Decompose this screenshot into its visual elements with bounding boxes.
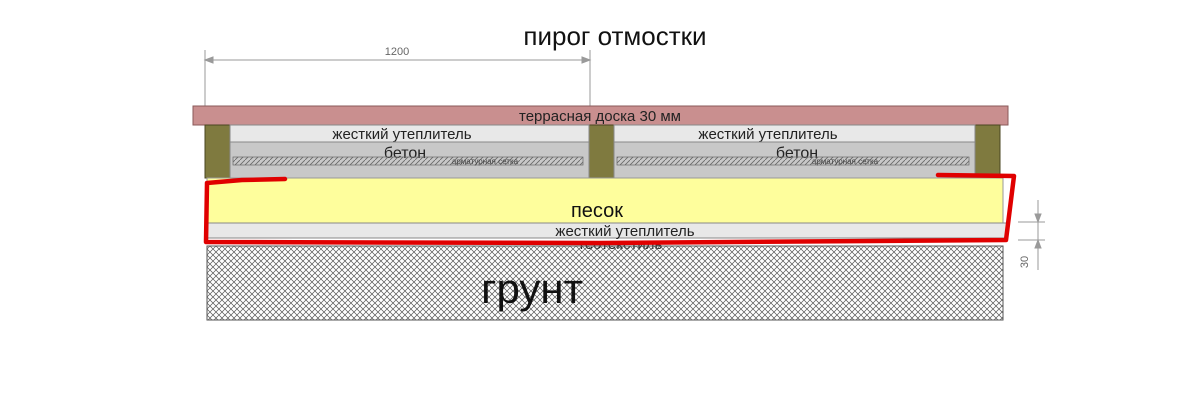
sand-layer-label: песок <box>571 200 623 222</box>
mesh-left-label: арматурная сетка <box>452 157 519 166</box>
height-dimension <box>1018 200 1045 270</box>
diagram-title: пирог отмостки <box>523 21 706 51</box>
post-middle <box>588 124 615 179</box>
mesh-left <box>232 156 584 166</box>
soil-layer <box>206 245 1004 321</box>
height-dimension-label: 30 <box>1019 256 1031 268</box>
deck-layer-label: террасная доска 30 мм <box>519 108 681 125</box>
sand-layer <box>206 177 1004 224</box>
highlight-outline <box>203 172 1017 246</box>
post-left <box>204 124 231 179</box>
mesh-right <box>616 156 970 166</box>
soil-layer-label: грунт <box>481 265 583 312</box>
post-right <box>974 124 1001 179</box>
rigid-insulation-top-right-label: жесткий утеплитель <box>698 126 837 143</box>
width-dimension-label: 1200 <box>385 46 409 58</box>
mesh-right-label: арматурная сетка <box>812 157 879 166</box>
rigid-insulation-top-left-label: жесткий утеплитель <box>332 126 471 143</box>
rigid-insulation-bottom-label: жесткий утеплитель <box>555 223 694 240</box>
